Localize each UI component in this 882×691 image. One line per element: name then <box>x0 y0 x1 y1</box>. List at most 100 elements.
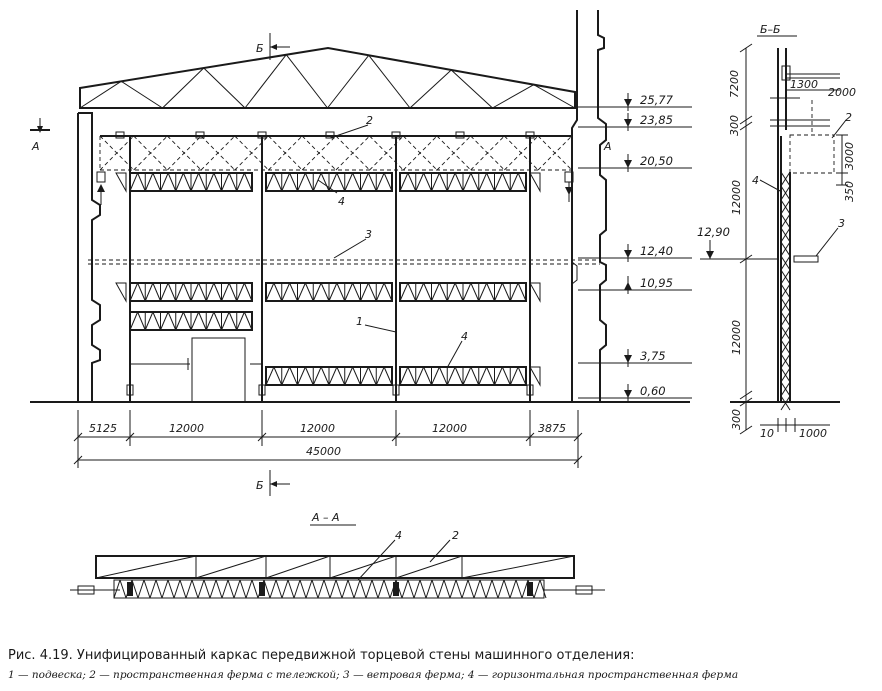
bb-dim-12000-lower: 12000 <box>730 320 743 355</box>
truss-web <box>497 579 505 599</box>
truss-web <box>407 366 417 386</box>
level-mark-label: 3,75 <box>640 349 666 363</box>
column-section <box>527 582 533 596</box>
section-label-bottom: Б <box>256 479 264 492</box>
truss-web <box>462 282 472 302</box>
truss-web <box>375 366 385 386</box>
truss-web <box>323 579 331 599</box>
truss-web <box>305 579 313 599</box>
truss-web <box>517 172 527 192</box>
truss-web <box>515 579 523 599</box>
bay-dim-1: 5125 <box>89 422 117 435</box>
dashed-diagonal <box>234 135 269 171</box>
truss-web <box>509 172 519 192</box>
roof-diagonal <box>120 80 163 109</box>
truss-web <box>312 366 322 386</box>
cut-label-left: А <box>31 140 40 153</box>
truss-web <box>383 366 393 386</box>
dim-tick <box>391 432 401 442</box>
wind-truss-line <box>88 259 600 265</box>
arrow-up-left <box>97 184 105 192</box>
truss-web <box>517 366 527 386</box>
level-mark-label: 23,85 <box>640 113 673 127</box>
truss-web <box>198 172 207 192</box>
level-arrow <box>624 160 632 168</box>
truss-web <box>221 579 229 599</box>
truss-web <box>479 579 487 599</box>
truss-web <box>486 172 495 192</box>
dim-tick <box>73 432 83 442</box>
bb-callout-3: 3 <box>838 217 845 230</box>
truss-web <box>209 579 217 599</box>
truss-web <box>501 282 511 302</box>
truss-end <box>529 366 541 387</box>
truss-web <box>233 579 241 599</box>
truss-web <box>367 172 377 192</box>
truss-web <box>462 366 472 386</box>
truss-web <box>341 579 349 599</box>
truss-web <box>407 172 417 192</box>
section-aa: А – А 4 2 <box>70 511 605 599</box>
truss-web <box>383 282 393 302</box>
lattice-diagonal <box>780 269 791 285</box>
lattice-diagonal <box>780 227 791 243</box>
lattice-diagonal <box>780 395 791 411</box>
truss-web <box>377 579 385 599</box>
truss-web <box>273 172 283 192</box>
truss-web <box>328 282 338 302</box>
truss-web <box>501 366 511 386</box>
truss-web <box>182 282 192 302</box>
truss-web <box>454 366 464 386</box>
roof-diagonal <box>492 84 534 109</box>
truss-web <box>454 282 464 302</box>
truss-web <box>419 579 427 599</box>
panel-diagonal <box>461 555 575 579</box>
callout-4-upper: 4 <box>338 195 345 208</box>
aa-callout-2: 2 <box>452 529 459 542</box>
truss-web <box>320 366 330 386</box>
truss-web <box>401 579 409 599</box>
truss-web <box>336 282 346 302</box>
truss-web <box>399 172 409 192</box>
bb-callout-4: 4 <box>752 174 759 187</box>
truss-web <box>438 172 448 192</box>
truss-web <box>438 366 448 386</box>
level-arrow <box>624 282 632 290</box>
truss-web <box>213 282 222 302</box>
truss-web <box>494 172 503 192</box>
truss-web <box>375 282 385 302</box>
truss-web <box>198 282 207 302</box>
lattice-diagonal <box>780 353 791 369</box>
truss-web <box>431 366 440 386</box>
lattice-diagonal <box>780 381 791 397</box>
column-base <box>392 384 400 396</box>
truss-web <box>167 579 175 599</box>
truss-web <box>413 579 421 599</box>
truss-web <box>383 579 391 599</box>
truss-web <box>160 172 169 192</box>
truss-web <box>137 311 146 331</box>
truss-web <box>173 579 181 599</box>
truss-web <box>144 282 154 302</box>
trolley-wheel <box>257 131 267 139</box>
truss-web <box>415 282 425 302</box>
bb-dim-300-top: 300 <box>728 115 741 136</box>
dim-tick <box>125 432 135 442</box>
truss-web <box>352 366 361 386</box>
truss-web <box>182 172 192 192</box>
roof-truss <box>79 46 576 109</box>
truss-web <box>431 282 440 302</box>
level-arrow <box>624 119 632 127</box>
lattice-diagonal <box>780 283 791 299</box>
truss-web <box>509 366 519 386</box>
truss-web <box>431 172 440 192</box>
truss-web <box>470 366 480 386</box>
figure-caption: Рис. 4.19. Унифицированный каркас передв… <box>8 648 635 663</box>
roof-diagonal <box>285 54 328 109</box>
truss-web <box>160 282 169 302</box>
truss-web <box>371 579 379 599</box>
truss-web <box>455 579 463 599</box>
cut-label-right: А <box>603 140 612 153</box>
column-base <box>258 384 266 396</box>
